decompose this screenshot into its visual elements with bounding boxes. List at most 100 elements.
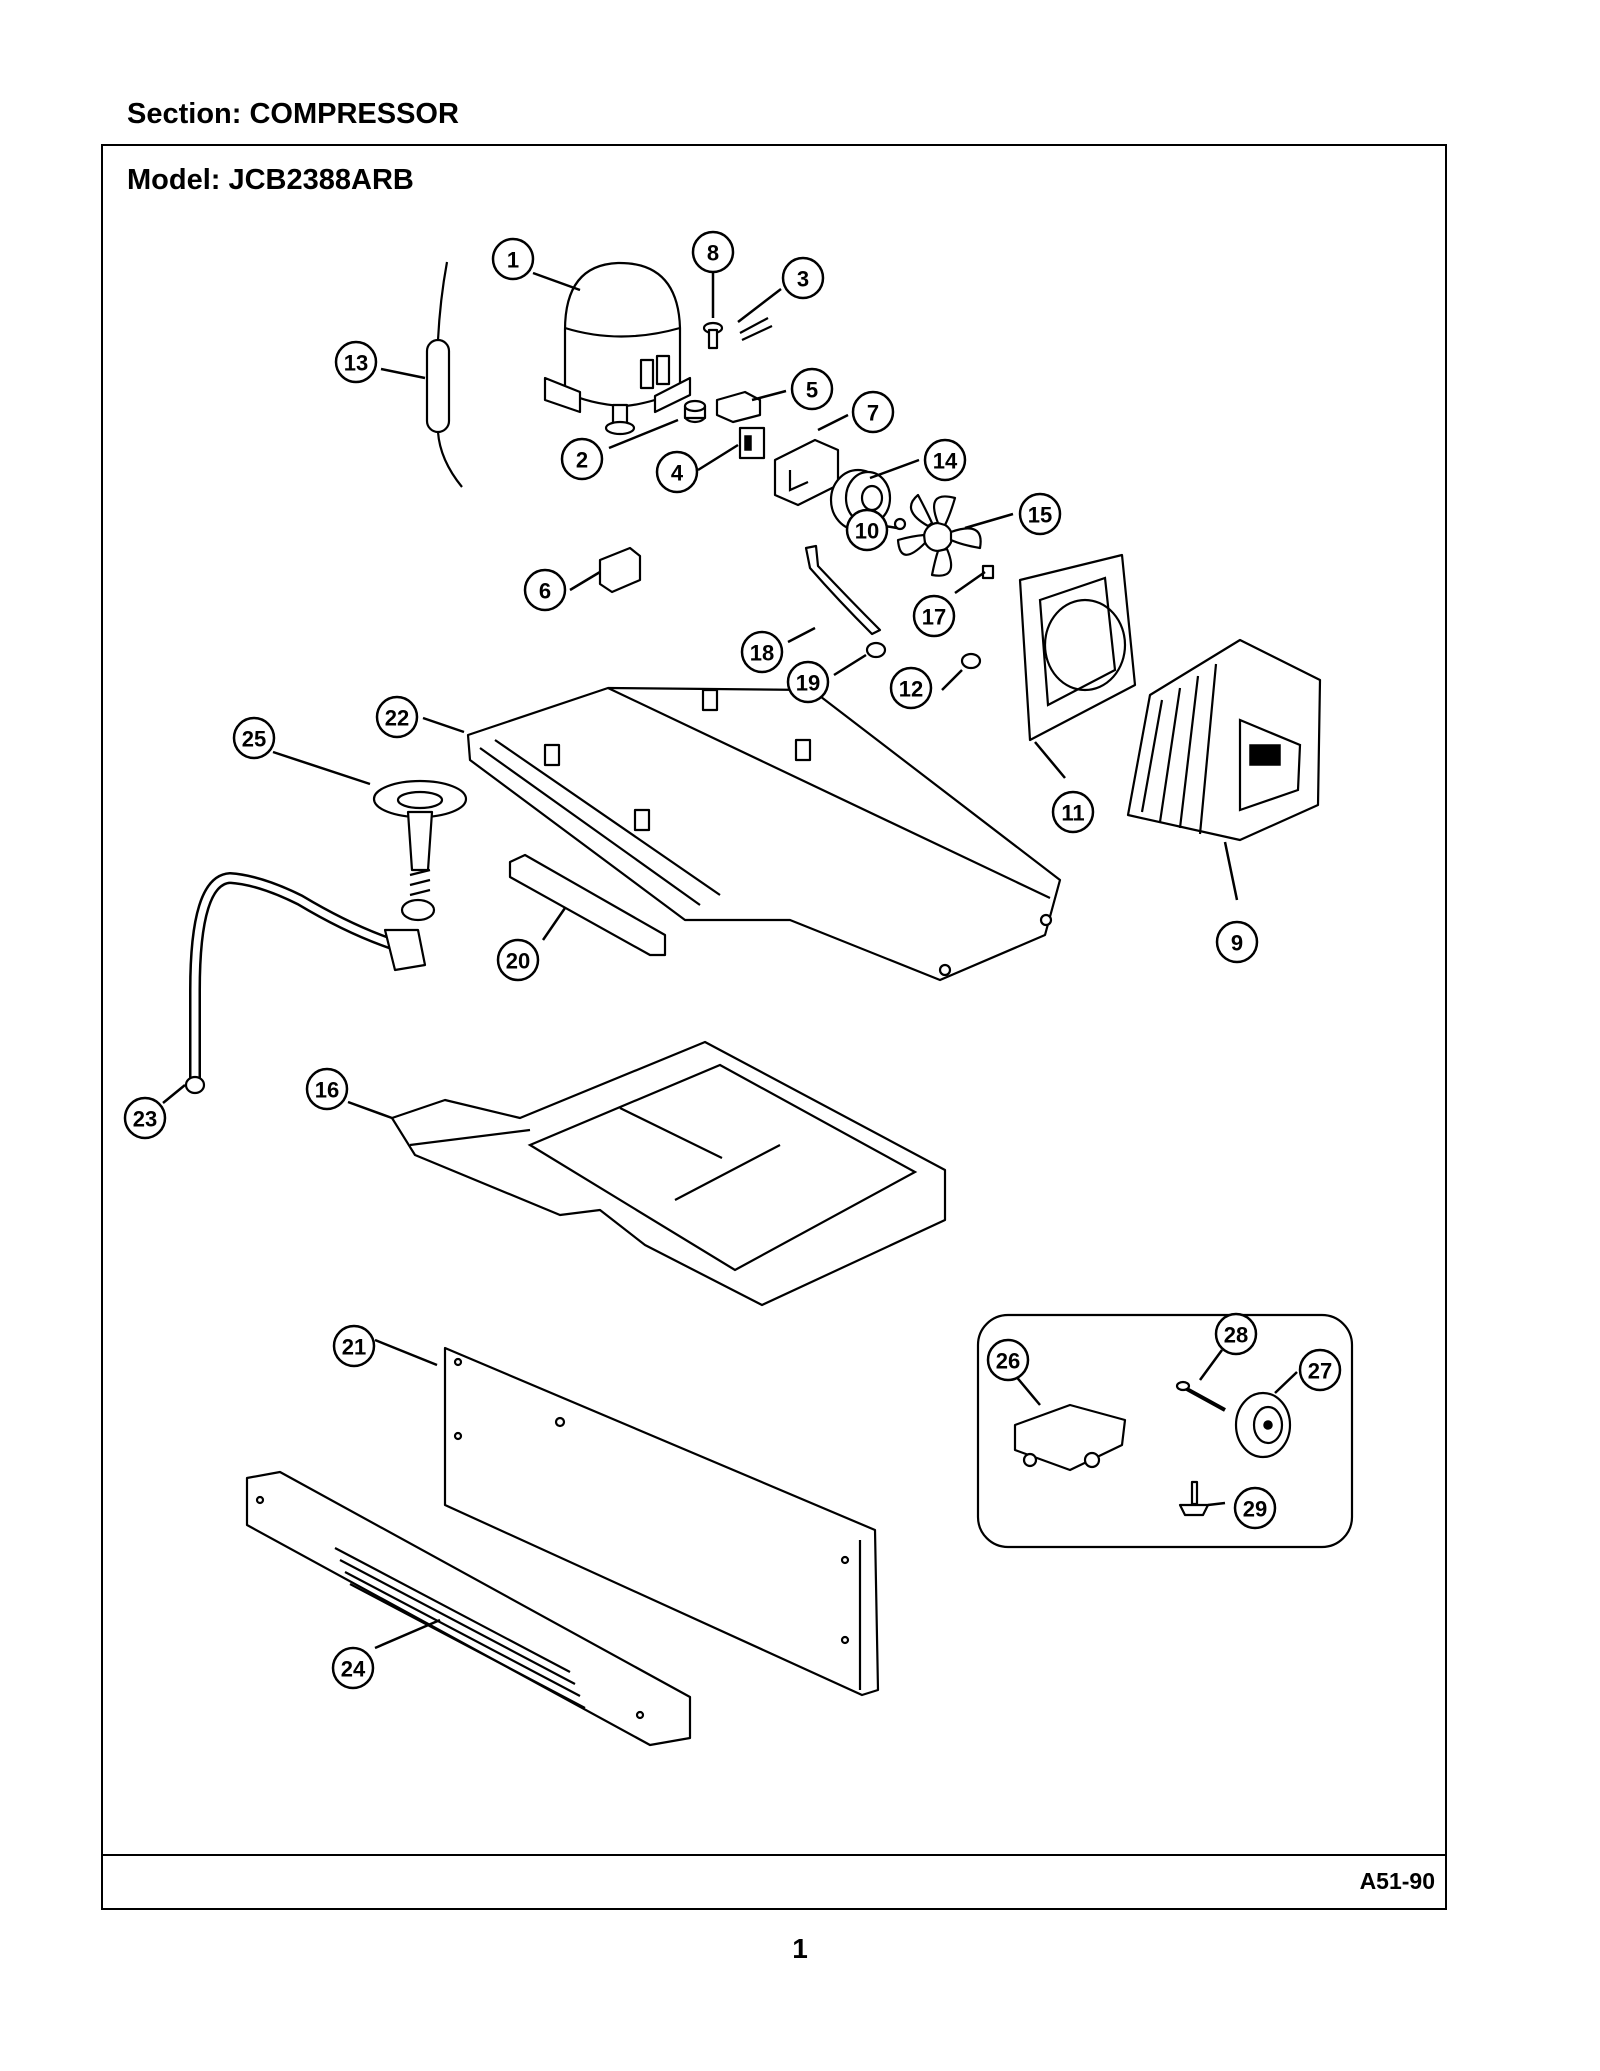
callout-14: 14 [923, 438, 967, 482]
callout-26-label: 26 [996, 1349, 1020, 1374]
callout-8-bubble [691, 230, 735, 274]
callout-20-label: 20 [506, 949, 530, 974]
callout-6-bubble [523, 568, 567, 612]
callout-23-label: 23 [133, 1107, 157, 1132]
callout-13-label: 13 [344, 351, 368, 376]
callout-2-label: 2 [576, 448, 588, 473]
callout-7: 7 [851, 390, 895, 434]
callout-3-label: 3 [797, 267, 809, 292]
callout-8: 8 [691, 230, 735, 274]
callout-26-bubble [986, 1338, 1030, 1382]
part-grommet [683, 399, 707, 424]
callout-10-bubble [845, 508, 889, 552]
part-compressor [543, 261, 692, 436]
callout-27-bubble [1298, 1348, 1342, 1392]
callout-15-label: 15 [1028, 503, 1052, 528]
callout-layer: 1234567891011121314151617181920212223242… [123, 230, 1342, 1690]
callout-18-label: 18 [750, 641, 774, 666]
callout-10-label: 10 [855, 519, 879, 544]
part-fan-blade [896, 493, 982, 577]
callout-2-bubble [560, 437, 604, 481]
section-title: Section: COMPRESSOR [127, 98, 459, 130]
callout-2: 2 [560, 437, 604, 481]
callout-21-bubble [332, 1324, 376, 1368]
callout-12-bubble [889, 666, 933, 710]
diagram-frame: Model: JCB2388ARB A51-90 [101, 144, 1447, 1910]
callout-25: 25 [232, 716, 276, 760]
callout-19: 19 [786, 660, 830, 704]
callout-9-label: 9 [1231, 931, 1243, 956]
callout-25-label: 25 [242, 727, 266, 752]
callout-22-label: 22 [385, 706, 409, 731]
callout-8-label: 8 [707, 241, 719, 266]
footer-divider [103, 1854, 1445, 1856]
part-nut [960, 652, 982, 670]
callout-13-bubble [334, 340, 378, 384]
callout-22: 22 [375, 695, 419, 739]
callout-9-bubble [1215, 920, 1259, 964]
callout-7-bubble [851, 390, 895, 434]
callout-15: 15 [1018, 492, 1062, 536]
callout-13: 13 [334, 340, 378, 384]
callout-18-bubble [740, 630, 784, 674]
callout-20-bubble [496, 938, 540, 982]
part-drain-pan [390, 1040, 947, 1307]
callout-3: 3 [781, 256, 825, 300]
part-roller-wheel [1234, 1391, 1292, 1459]
callout-4-bubble [655, 450, 699, 494]
callout-1-label: 1 [507, 248, 519, 273]
callout-14-bubble [923, 438, 967, 482]
callout-16: 16 [305, 1067, 349, 1111]
callout-4: 4 [655, 450, 699, 494]
part-drain-funnel [372, 779, 468, 897]
callout-15-bubble [1018, 492, 1062, 536]
callout-20: 20 [496, 938, 540, 982]
part-washer [893, 517, 907, 531]
model-title: Model: JCB2388ARB [127, 164, 414, 196]
page-number: 1 [792, 1933, 808, 1964]
part-motor-bracket [804, 544, 882, 636]
callout-1: 1 [491, 237, 535, 281]
callout-6-label: 6 [539, 579, 551, 604]
callout-12: 12 [889, 666, 933, 710]
callout-19-bubble [786, 660, 830, 704]
part-grommet-small [865, 641, 887, 659]
diagram-code: A51-90 [1359, 1868, 1435, 1894]
callout-23-bubble [123, 1096, 167, 1140]
callout-24: 24 [331, 1646, 375, 1690]
callout-5-bubble [790, 367, 834, 411]
callout-4-label: 4 [671, 461, 684, 486]
callout-24-bubble [331, 1646, 375, 1690]
callout-28-bubble [1214, 1312, 1258, 1356]
part-leveling-foot [1178, 1480, 1210, 1517]
part-switch [598, 546, 642, 594]
part-rail [508, 853, 667, 957]
callout-29: 29 [1233, 1486, 1277, 1530]
part-filter-drier [425, 261, 463, 488]
part-condenser [1126, 638, 1322, 842]
callout-28: 28 [1214, 1312, 1258, 1356]
part-drain-tube [184, 871, 436, 1095]
callout-28-label: 28 [1224, 1323, 1248, 1348]
part-relay-clip [715, 390, 762, 424]
part-clip [739, 317, 773, 341]
callout-5-label: 5 [806, 378, 818, 403]
callout-17: 17 [912, 594, 956, 638]
callout-19-label: 19 [796, 671, 820, 696]
callout-11-label: 11 [1061, 801, 1084, 826]
callout-11-bubble [1051, 790, 1095, 834]
callout-11: 11 [1051, 790, 1095, 834]
part-base-channel [466, 686, 1062, 982]
callout-3-bubble [781, 256, 825, 300]
callout-16-bubble [305, 1067, 349, 1111]
callout-6: 6 [523, 568, 567, 612]
callout-25-bubble [232, 716, 276, 760]
callout-29-label: 29 [1243, 1497, 1267, 1522]
part-grille [245, 1470, 692, 1747]
part-front-panel [443, 1346, 880, 1697]
callout-21-label: 21 [342, 1335, 366, 1360]
callout-18: 18 [740, 630, 784, 674]
callout-17-label: 17 [922, 605, 946, 630]
part-roller-bracket [1013, 1403, 1127, 1472]
